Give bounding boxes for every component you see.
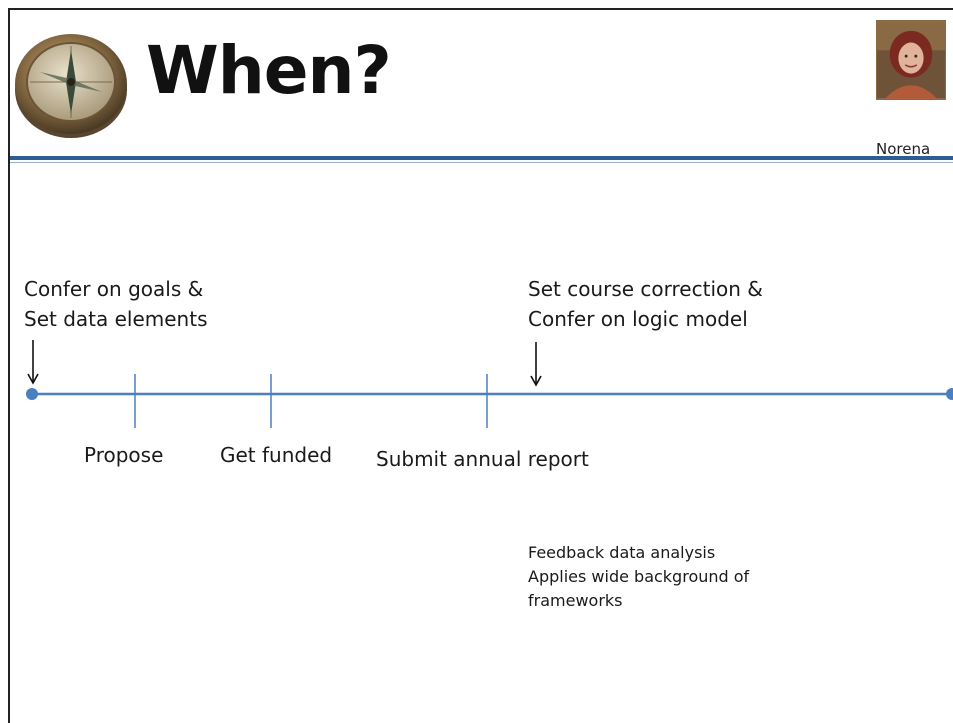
start-label-line1: Confer on goals & <box>24 277 204 301</box>
arrow-down-icon-mid <box>530 342 542 387</box>
tick-label-get-funded: Get funded <box>220 443 333 467</box>
mid-label-line1: Set course correction & <box>528 277 763 301</box>
presenter-name: Norena <box>876 140 931 158</box>
note-line2: Applies wide background of <box>528 567 750 586</box>
start-label-line2: Set data elements <box>24 307 208 331</box>
slide: When? Norena Confer on goals & Set da <box>8 8 953 723</box>
slide-title: When? <box>146 32 392 109</box>
timeline-end-point <box>946 388 953 400</box>
header-divider-thin <box>10 162 953 163</box>
tick-label-submit-annual-report: Submit annual report <box>376 447 589 471</box>
timeline <box>26 340 953 428</box>
arrow-down-icon-start <box>27 340 39 385</box>
compass-icon <box>15 34 127 138</box>
tick-label-propose: Propose <box>84 443 164 467</box>
presenter-photo <box>876 20 946 100</box>
note-line3: frameworks <box>528 591 623 610</box>
timeline-start-point <box>26 388 38 400</box>
mid-label-line2: Confer on logic model <box>528 307 748 331</box>
note-line1: Feedback data analysis <box>528 543 716 562</box>
header-divider <box>10 156 953 160</box>
